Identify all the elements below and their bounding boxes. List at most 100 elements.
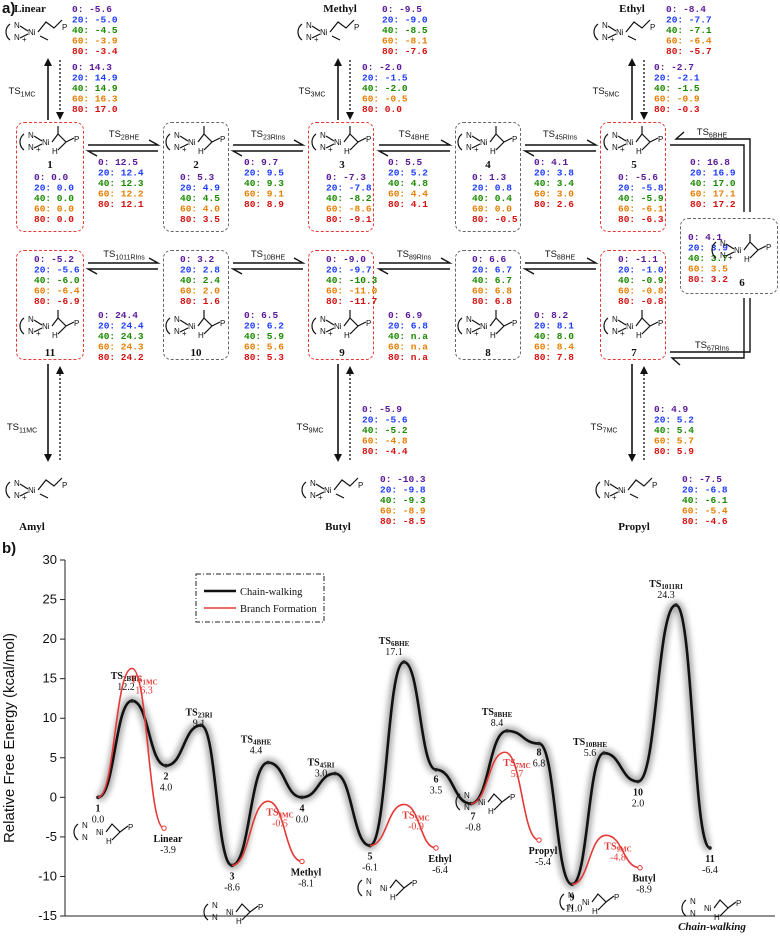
ts1mc-energy: 60: 16.3 — [72, 94, 118, 105]
point-value: 12.2 — [117, 682, 135, 693]
point-value: 3.5 — [430, 786, 443, 797]
y-tick-label: 10 — [43, 710, 57, 725]
s10-energy: 60: 2.0 — [180, 286, 220, 297]
s10-num: 10 — [191, 347, 203, 359]
ts4bhe-label: TS4BHE — [399, 129, 430, 142]
svg-text:Ni: Ni — [582, 898, 590, 907]
ts89rins-label: TS89RIns — [397, 249, 432, 262]
ts6bhe-energy: 0: 16.8 — [690, 157, 730, 168]
svg-text:+: + — [328, 329, 333, 338]
linear-energy: 80: -3.4 — [72, 46, 118, 57]
svg-text:+: + — [182, 145, 187, 154]
s2-energy: 60: 4.0 — [180, 204, 220, 215]
svg-text:P: P — [74, 319, 79, 328]
butyl-name: Butyl — [325, 521, 351, 533]
ts45rins-label: TS45RIns — [543, 129, 578, 142]
propyl-energy: 20: -6.8 — [682, 485, 728, 496]
s5-energy: 20: -5.8 — [618, 183, 664, 194]
svg-text:P: P — [510, 793, 515, 802]
legend-chain-walking: Chain-walking — [240, 587, 303, 598]
chain-walking-point — [434, 767, 438, 772]
ts89rins-energy: 20: 6.8 — [388, 321, 428, 332]
chain-walking-point — [333, 771, 337, 776]
ethyl-energy: 20: -7.7 — [666, 15, 712, 26]
s6-energy: 40: 3.7 — [688, 253, 728, 264]
ts8bhe-energy: 40: 8.0 — [534, 331, 574, 342]
svg-text:N: N — [612, 315, 618, 324]
svg-text:+: + — [36, 329, 41, 338]
svg-text:P: P — [766, 243, 771, 252]
ts2bhe-label: TS2BHE — [109, 129, 140, 142]
ts1mc-energy: 40: 14.9 — [72, 83, 118, 94]
ts3mc-energy: 40: -2.0 — [362, 83, 408, 94]
propyl-name: Propyl — [618, 521, 650, 533]
svg-text:Ni: Ni — [380, 884, 388, 893]
s11-energy: 60: -6.4 — [34, 286, 80, 297]
branch-ts-value: -4.8 — [610, 852, 626, 863]
point-label: TS1MC — [130, 674, 157, 686]
propyl-energy: 80: -4.6 — [682, 516, 728, 527]
point-value: 24.3 — [657, 590, 675, 601]
s3-energy: 40: -8.2 — [326, 193, 372, 204]
point-label: TS8BHE — [482, 707, 513, 719]
svg-text:Ni: Ni — [480, 138, 488, 147]
ts7mc-energy: 40: 5.4 — [654, 425, 694, 436]
s1-energy: 0: 0.0 — [34, 172, 69, 183]
svg-text:Ni: Ni — [42, 322, 50, 331]
y-tick-label: -15 — [38, 908, 57, 923]
ts45rins-arrow — [522, 139, 599, 157]
svg-text:P: P — [220, 135, 225, 144]
svg-text:N: N — [82, 833, 88, 842]
s5-energy: 80: -6.3 — [618, 214, 664, 225]
svg-text:N: N — [612, 131, 618, 140]
chain-walking-point — [402, 660, 406, 664]
svg-text:P: P — [366, 135, 371, 144]
branch-point — [536, 837, 542, 843]
s4-energy: 0: 1.3 — [472, 172, 507, 183]
chain-walking-point — [505, 729, 509, 733]
methyl-energy: 20: -9.0 — [382, 15, 428, 26]
y-tick-label: 25 — [43, 592, 57, 607]
svg-text:N: N — [466, 131, 472, 140]
point-label: TS7MC — [503, 758, 530, 770]
ts89rins-energy: 40: n.a — [388, 331, 428, 342]
ts45rins-energy: 20: 3.8 — [534, 168, 574, 179]
branch-end-value: -6.4 — [432, 865, 448, 876]
branch-end-label: Methyl — [291, 867, 322, 878]
point-value: -0.8 — [465, 823, 481, 834]
svg-text:+: + — [328, 145, 333, 154]
branch-point — [637, 865, 643, 871]
y-tick-label: 20 — [43, 631, 57, 646]
svg-text:N: N — [14, 33, 20, 42]
chain-walking-annotation: Chain-walking — [678, 921, 746, 933]
s11-energy: 0: -5.2 — [34, 254, 74, 265]
svg-text:N: N — [28, 131, 34, 140]
ts7mc-energy: 0: 4.9 — [654, 404, 689, 415]
svg-text:N: N — [602, 33, 608, 42]
ts23rins-energy: 60: 9.1 — [244, 189, 284, 200]
svg-text:Ni: Ni — [334, 138, 342, 147]
ts9mc-energy: 20: -5.6 — [362, 415, 408, 426]
ts10bhe-energy: 0: 6.5 — [244, 310, 279, 321]
svg-text:N: N — [174, 143, 180, 152]
propyl-energy: 0: -7.5 — [682, 474, 722, 485]
ts67rins-label: TS67RIns — [695, 340, 730, 353]
s8-energy: 80: 6.8 — [472, 296, 512, 307]
ethyl-name: Ethyl — [619, 3, 645, 15]
s7-energy: 60: -0.8 — [618, 286, 664, 297]
ethyl-energy: 40: -7.1 — [666, 25, 712, 36]
ts4bhe-arrow — [376, 139, 453, 157]
y-tick-label: 0 — [50, 789, 57, 804]
ts7mc-label: TS7MC — [591, 422, 618, 435]
